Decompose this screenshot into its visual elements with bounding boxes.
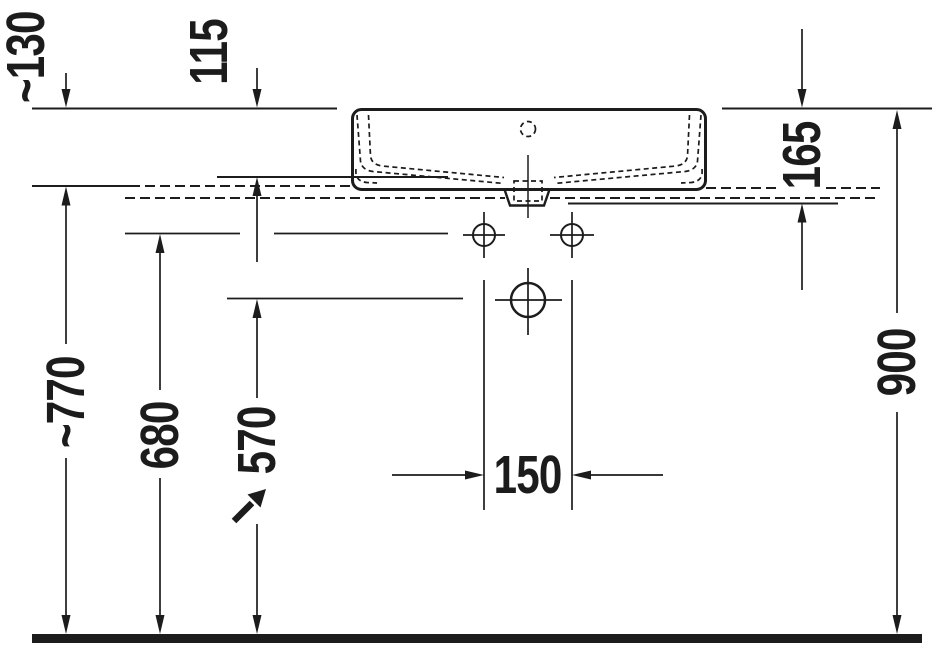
dim-label-770-text: ~770 (36, 356, 96, 448)
dim-130-arrow (61, 73, 71, 108)
dim-label-150-text: 150 (494, 445, 563, 505)
dim-label-130-text: ~130 (0, 11, 56, 103)
dim-label-150: 150 (490, 448, 566, 502)
dim-label-165-text: 165 (772, 121, 832, 189)
dim-570-arrows (252, 299, 262, 634)
dim-label-770: ~770 (36, 350, 96, 454)
dim-115-arrows (252, 68, 262, 262)
overflow-hole (519, 120, 537, 138)
dim-label-570-text: 570 (227, 406, 287, 474)
dim-900-arrows (892, 110, 902, 634)
dim-680-arrows (155, 234, 165, 634)
dim-label-165: 165 (772, 115, 832, 195)
dim-label-900-text: 900 (867, 328, 927, 396)
faucet-hole-right (550, 212, 594, 258)
dim-label-115-text: 115 (179, 19, 239, 85)
floor-line (32, 634, 922, 643)
washbasin-outline (351, 108, 707, 191)
dim-label-680: 680 (130, 395, 190, 475)
dim-165-arrows (797, 29, 807, 290)
height-adjust-arrow-icon (231, 489, 266, 524)
drain-hole (495, 268, 562, 335)
dim-770-arrows (61, 186, 71, 634)
dim-label-570: 570 (227, 400, 287, 480)
dim-label-130: ~130 (0, 7, 56, 107)
dim-150-arrows (392, 470, 663, 480)
dim-label-680-text: 680 (130, 401, 190, 469)
basin-inner-contour-hidden (354, 114, 704, 185)
drain-outlet (503, 180, 551, 207)
faucet-hole-left (463, 212, 505, 258)
dim-label-900: 900 (867, 322, 927, 402)
dim-label-115: 115 (179, 12, 239, 92)
